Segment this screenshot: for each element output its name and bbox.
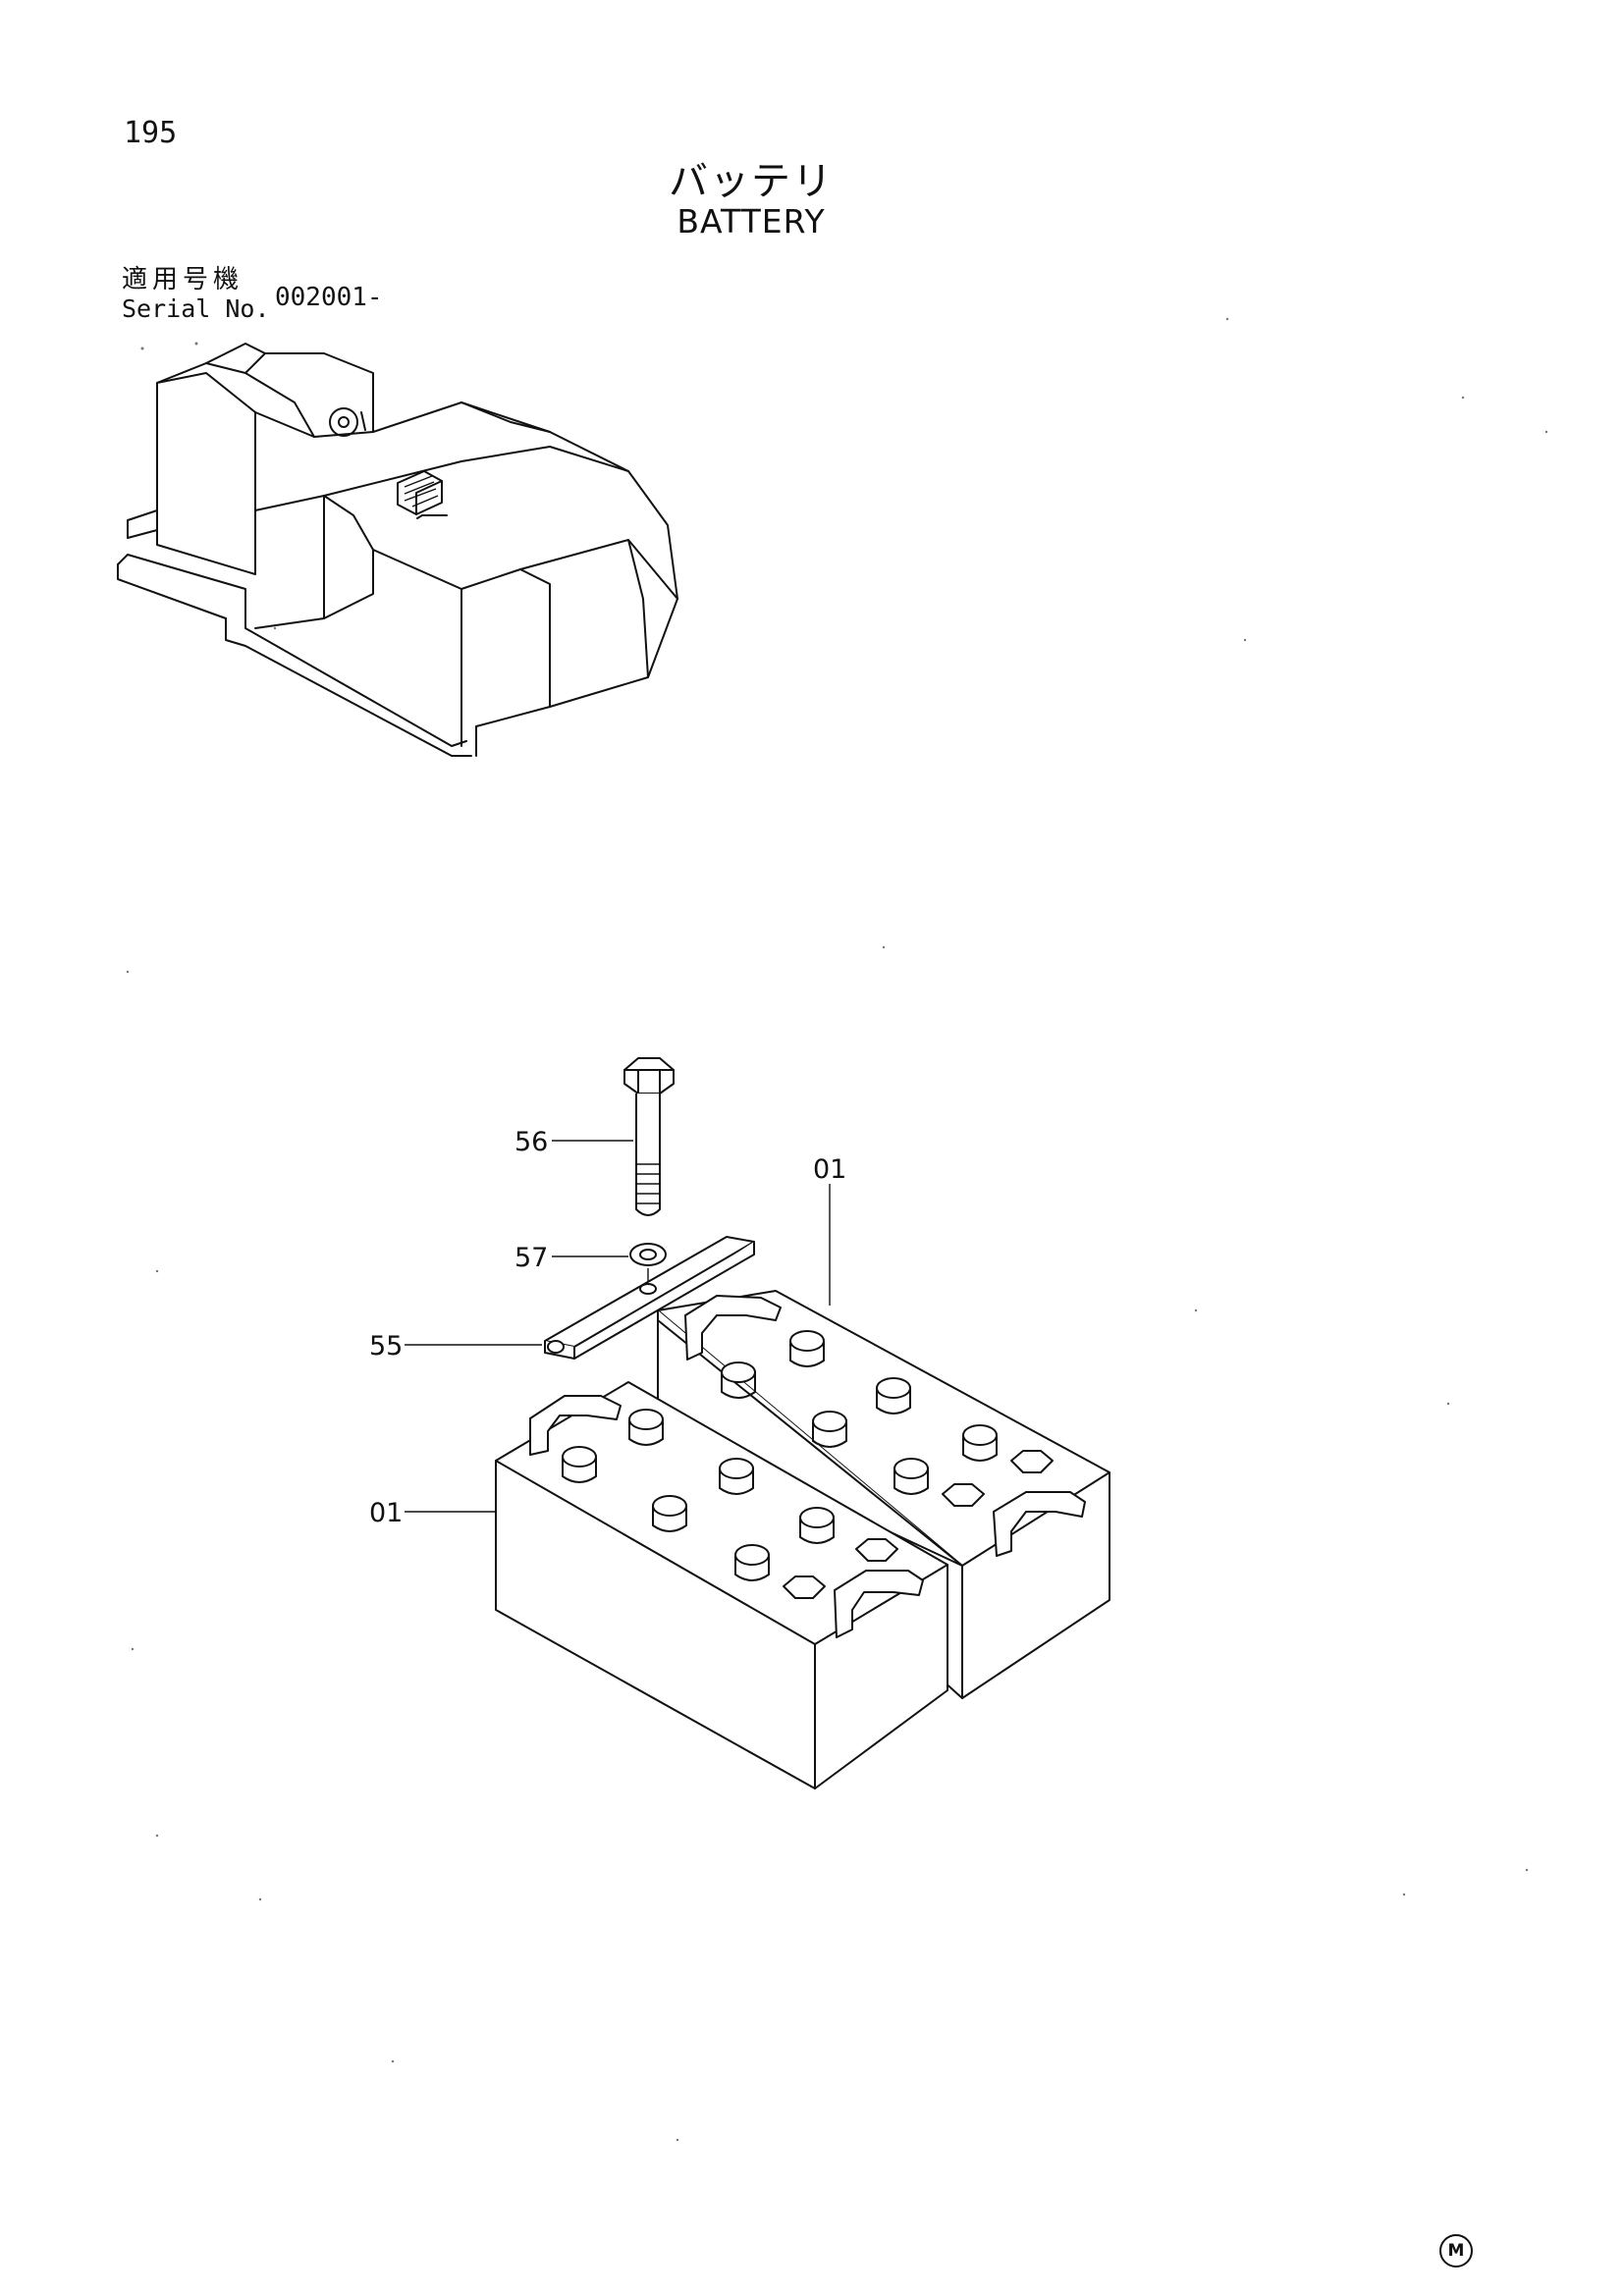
scan-noise — [126, 317, 1548, 2142]
battery-location-marker — [397, 470, 443, 515]
serial-number-value: 002001- — [275, 283, 383, 312]
battery-holder-bar — [544, 1236, 755, 1360]
battery-front — [495, 1381, 948, 1789]
hex-bolt — [623, 1057, 675, 1216]
spring-washer — [629, 1243, 667, 1281]
serial-label: Serial No. — [122, 294, 270, 323]
page-title-japanese: バッテリ — [669, 159, 834, 204]
callout-57: 57 — [514, 1243, 548, 1273]
machine-locator-view — [117, 343, 678, 757]
manufacturer-mark: M — [1439, 2234, 1473, 2268]
page-number: 195 — [124, 116, 178, 150]
battery-front-terminals — [562, 1409, 898, 1599]
battery-rear-terminals — [721, 1330, 1054, 1507]
callout-55: 55 — [369, 1331, 403, 1362]
callout-01-front: 01 — [369, 1498, 403, 1528]
callout-56: 56 — [514, 1127, 548, 1157]
serial-label-japanese: 適用号機 — [122, 265, 244, 294]
page-title: BATTERY — [677, 202, 826, 240]
callout-01-rear: 01 — [813, 1154, 846, 1185]
